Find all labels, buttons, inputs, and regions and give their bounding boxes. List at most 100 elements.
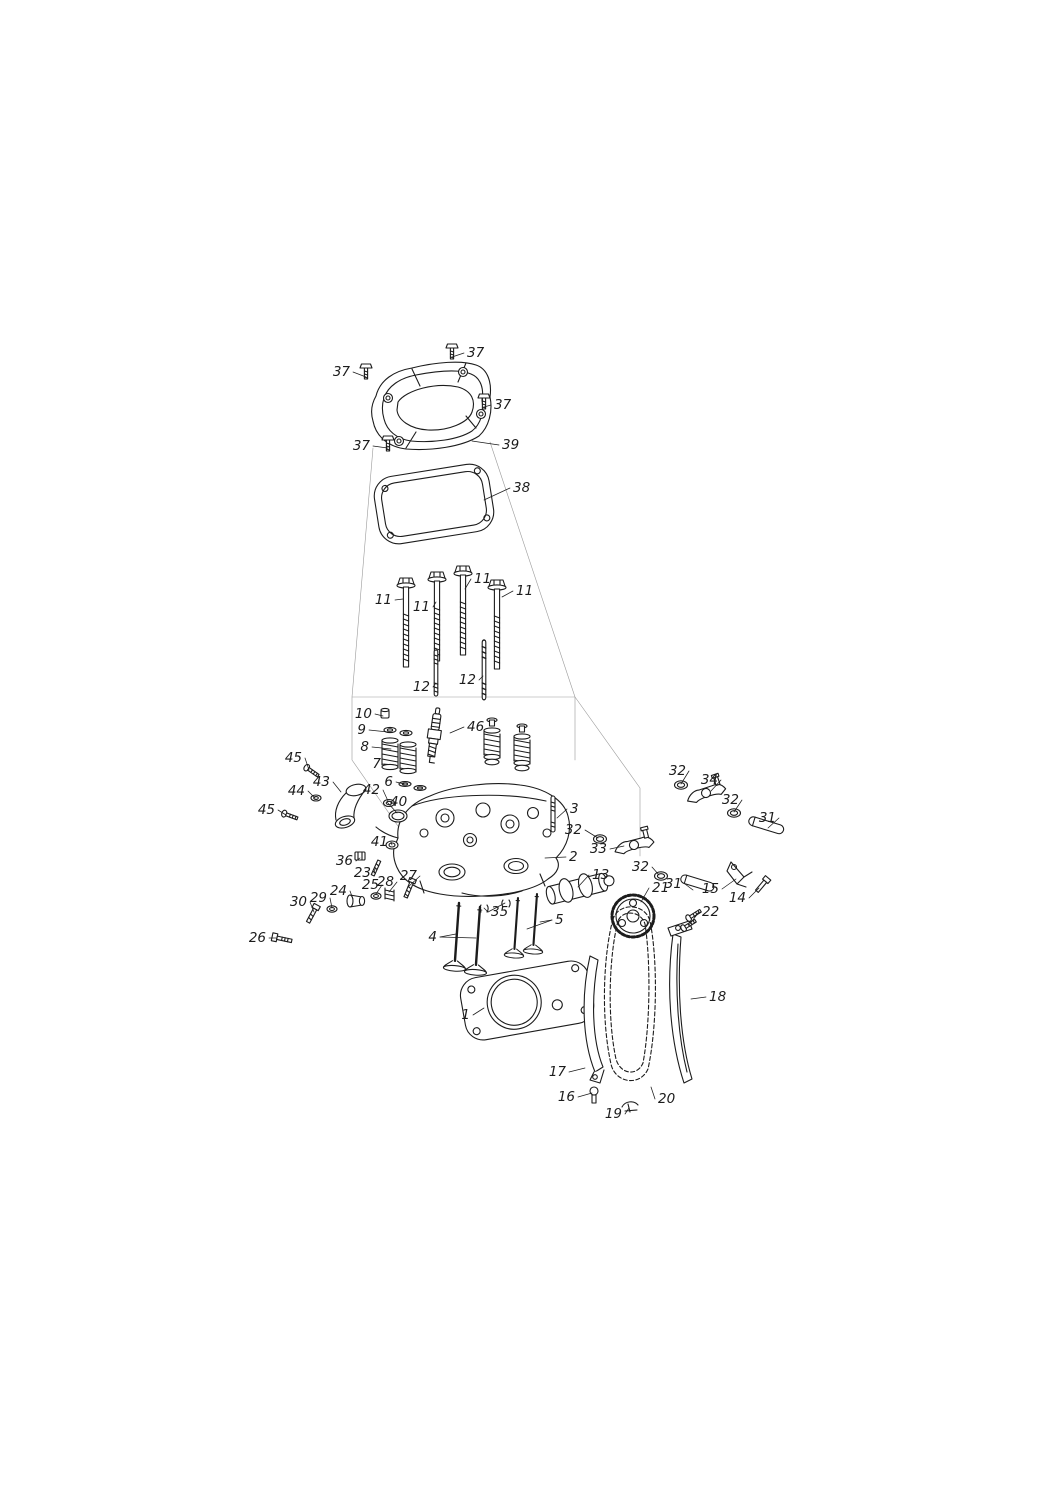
seal-ring xyxy=(382,798,396,808)
leader-line-13 xyxy=(577,874,590,888)
part-label-12: 12 xyxy=(413,679,430,695)
leader-line-32 xyxy=(733,799,743,813)
chain-clip xyxy=(621,1101,639,1113)
leader-line-16 xyxy=(577,1092,593,1098)
part-label-31: 31 xyxy=(759,810,776,826)
part-label-1: 1 xyxy=(461,1007,470,1023)
leader-line-32 xyxy=(651,866,660,876)
leader-line-30 xyxy=(309,901,315,913)
bolt-30 xyxy=(305,902,321,924)
chain-tensioner-guide xyxy=(667,920,693,1084)
stud-3 xyxy=(550,795,556,833)
part-label-23: 23 xyxy=(354,865,371,881)
part-label-5: 5 xyxy=(555,912,564,928)
part-label-29: 29 xyxy=(310,890,327,906)
leader-line-7 xyxy=(383,763,397,766)
leader-line-25 xyxy=(375,884,383,895)
part-label-42: 42 xyxy=(363,782,380,798)
part-label-17: 17 xyxy=(549,1064,567,1080)
leader-line-33 xyxy=(609,845,625,850)
leader-line-11 xyxy=(464,578,472,590)
part-label-45: 45 xyxy=(285,750,302,766)
part-label-41: 41 xyxy=(371,834,388,850)
part-label-32: 32 xyxy=(669,763,686,779)
bolt-26 xyxy=(270,932,294,946)
leader-line-24 xyxy=(349,890,354,900)
leader-line-9 xyxy=(368,729,389,733)
part-label-11: 11 xyxy=(413,599,430,615)
part-label-14: 14 xyxy=(729,890,746,906)
part-label-37: 37 xyxy=(494,397,512,413)
part-label-30: 30 xyxy=(290,894,307,910)
leader-line-6 xyxy=(395,781,405,785)
part-label-6: 6 xyxy=(384,774,393,790)
bolt-14 xyxy=(754,875,772,893)
part-label-25: 25 xyxy=(362,877,379,893)
adjuster-screw xyxy=(403,876,417,899)
part-label-2: 2 xyxy=(569,849,578,865)
part-label-37: 37 xyxy=(333,364,351,380)
o-ring xyxy=(388,809,408,823)
part-label-28: 28 xyxy=(377,874,394,890)
nut xyxy=(354,851,366,861)
leader-line-46 xyxy=(449,726,465,734)
leader-line-37 xyxy=(352,371,367,378)
leader-line-41 xyxy=(390,841,393,846)
valve-spring-assembly-right xyxy=(483,717,531,772)
leader-line-19 xyxy=(624,1107,630,1115)
part-label-8: 8 xyxy=(360,739,369,755)
part-label-44: 44 xyxy=(288,783,305,799)
valve-cover-gasket xyxy=(373,463,495,545)
leader-line-32 xyxy=(584,829,599,839)
part-label-34: 34 xyxy=(701,772,718,788)
part-label-32: 32 xyxy=(632,859,649,875)
leader-line-21 xyxy=(640,887,650,903)
leader-line-22 xyxy=(688,911,700,926)
part-label-7: 7 xyxy=(372,756,381,772)
part-label-18: 18 xyxy=(709,989,726,1005)
rocker-arm-intake xyxy=(610,825,656,857)
part-label-11: 11 xyxy=(375,592,392,608)
leader-line-11 xyxy=(394,598,404,601)
part-label-31: 31 xyxy=(665,876,682,892)
part-label-15: 15 xyxy=(702,881,719,897)
part-label-20: 20 xyxy=(658,1091,675,1107)
leader-line-43 xyxy=(332,781,342,793)
leader-line-31 xyxy=(684,883,694,891)
leader-line-35 xyxy=(487,902,506,913)
part-label-24: 24 xyxy=(330,883,347,899)
leader-line-11 xyxy=(501,590,514,598)
tappet-cap xyxy=(346,894,366,908)
part-label-10: 10 xyxy=(355,706,372,722)
leader-line-42 xyxy=(382,789,389,802)
leader-line-37 xyxy=(483,404,492,408)
leader-line-5 xyxy=(526,919,553,930)
leader-line-17 xyxy=(568,1067,586,1073)
part-label-37: 37 xyxy=(353,438,371,454)
washer-29 xyxy=(326,905,338,913)
o-ring-32a xyxy=(673,780,689,790)
leader-line-31 xyxy=(767,817,780,829)
retainer-plate xyxy=(726,861,753,888)
leader-line-8 xyxy=(371,746,392,750)
leader-line-4 xyxy=(439,936,477,939)
timing-chain xyxy=(603,906,656,1082)
part-label-19: 19 xyxy=(605,1106,622,1122)
head-gasket xyxy=(459,960,595,1041)
part-label-11: 11 xyxy=(474,571,491,587)
part-label-46: 46 xyxy=(467,719,484,735)
leader-line-12 xyxy=(432,682,437,688)
part-label-35: 35 xyxy=(491,904,508,920)
leader-line-2 xyxy=(544,856,567,859)
leader-line-18 xyxy=(690,996,707,1000)
part-label-21: 21 xyxy=(652,880,669,896)
washer-25 xyxy=(370,892,382,900)
part-label-16: 16 xyxy=(558,1089,575,1105)
part-label-32: 32 xyxy=(722,792,739,808)
part-label-40: 40 xyxy=(390,794,407,810)
leader-line-23 xyxy=(373,868,376,874)
leader-line-20 xyxy=(650,1086,656,1100)
stud-23 xyxy=(370,859,382,877)
